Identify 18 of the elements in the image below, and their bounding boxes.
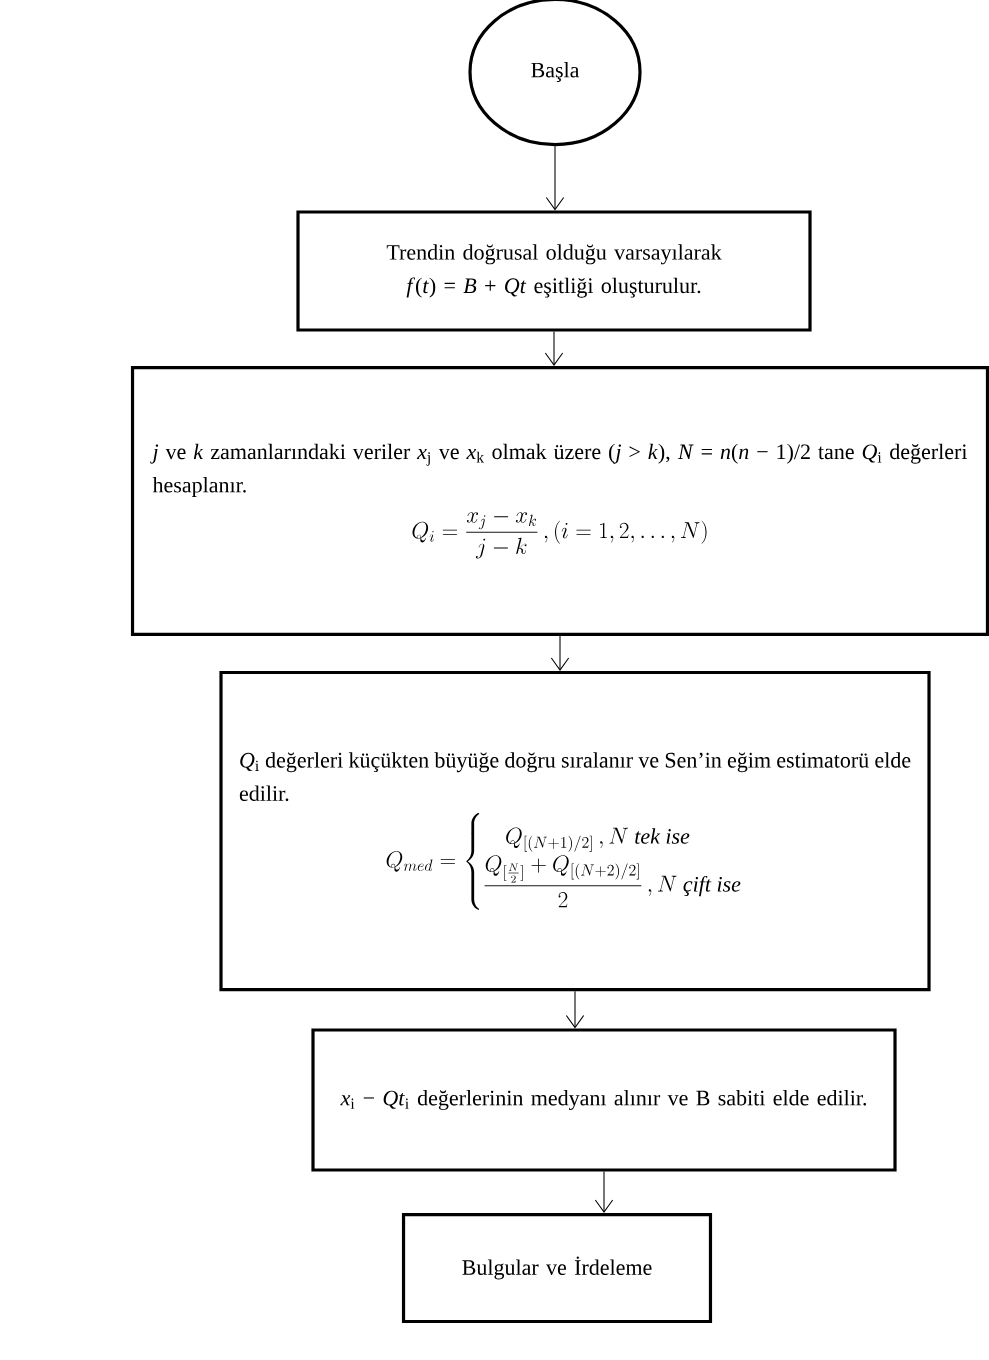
arrow: [544, 331, 564, 366]
process-box: [130, 365, 989, 637]
arrow: [545, 145, 565, 211]
process-box: [401, 1212, 713, 1324]
arrow: [594, 1171, 614, 1213]
process-box: [219, 670, 931, 992]
arrow: [565, 990, 585, 1029]
step-text: j ve k zamanlarındaki veriler x$_{j}$ ve x$_{k}$ olmak üzere (j > k), N = n(n − 1)/2 tane Q$_{i}$ değerleri hesaplanır.: [150, 443, 968, 497]
process-box: [296, 210, 812, 332]
step-text: Bulgular ve İrdeleme: [462, 1256, 652, 1280]
formula: $Q_{med} = \begin{cases} \quad Q_{[(N+1)/2]}\,, N\ \textit{tek ise} \\ \dfrac{Q_{[\frac{N}{2}]} + Q_{[(N+2)/2]}}{2}\,, N\ \textit{çift ise} \end{cases}$: [386, 813, 741, 910]
step-text: Q$_{i}$ değerleri küçükten büyüğe doğru sıralanır ve Sen’in eğim estimatorü elde edilir.: [239, 752, 911, 802]
arrow: [550, 635, 570, 671]
step-text: Başla: [531, 62, 580, 82]
step-text: x$_{i}$ − Qt$_{i}$ değerlerinin medyanı alınır ve B sabiti elde edilir.: [340, 1090, 867, 1110]
step-text: Trendin doğrusal olduğu varsayılarak f(t) = B + Qt eşitliği oluşturulur.: [386, 244, 722, 298]
formula: $Q_i = \frac{x_j - x_k}{j - k}\,, (i = 1,2,\ldots,N)$: [412, 512, 707, 559]
process-box: [311, 1028, 897, 1172]
